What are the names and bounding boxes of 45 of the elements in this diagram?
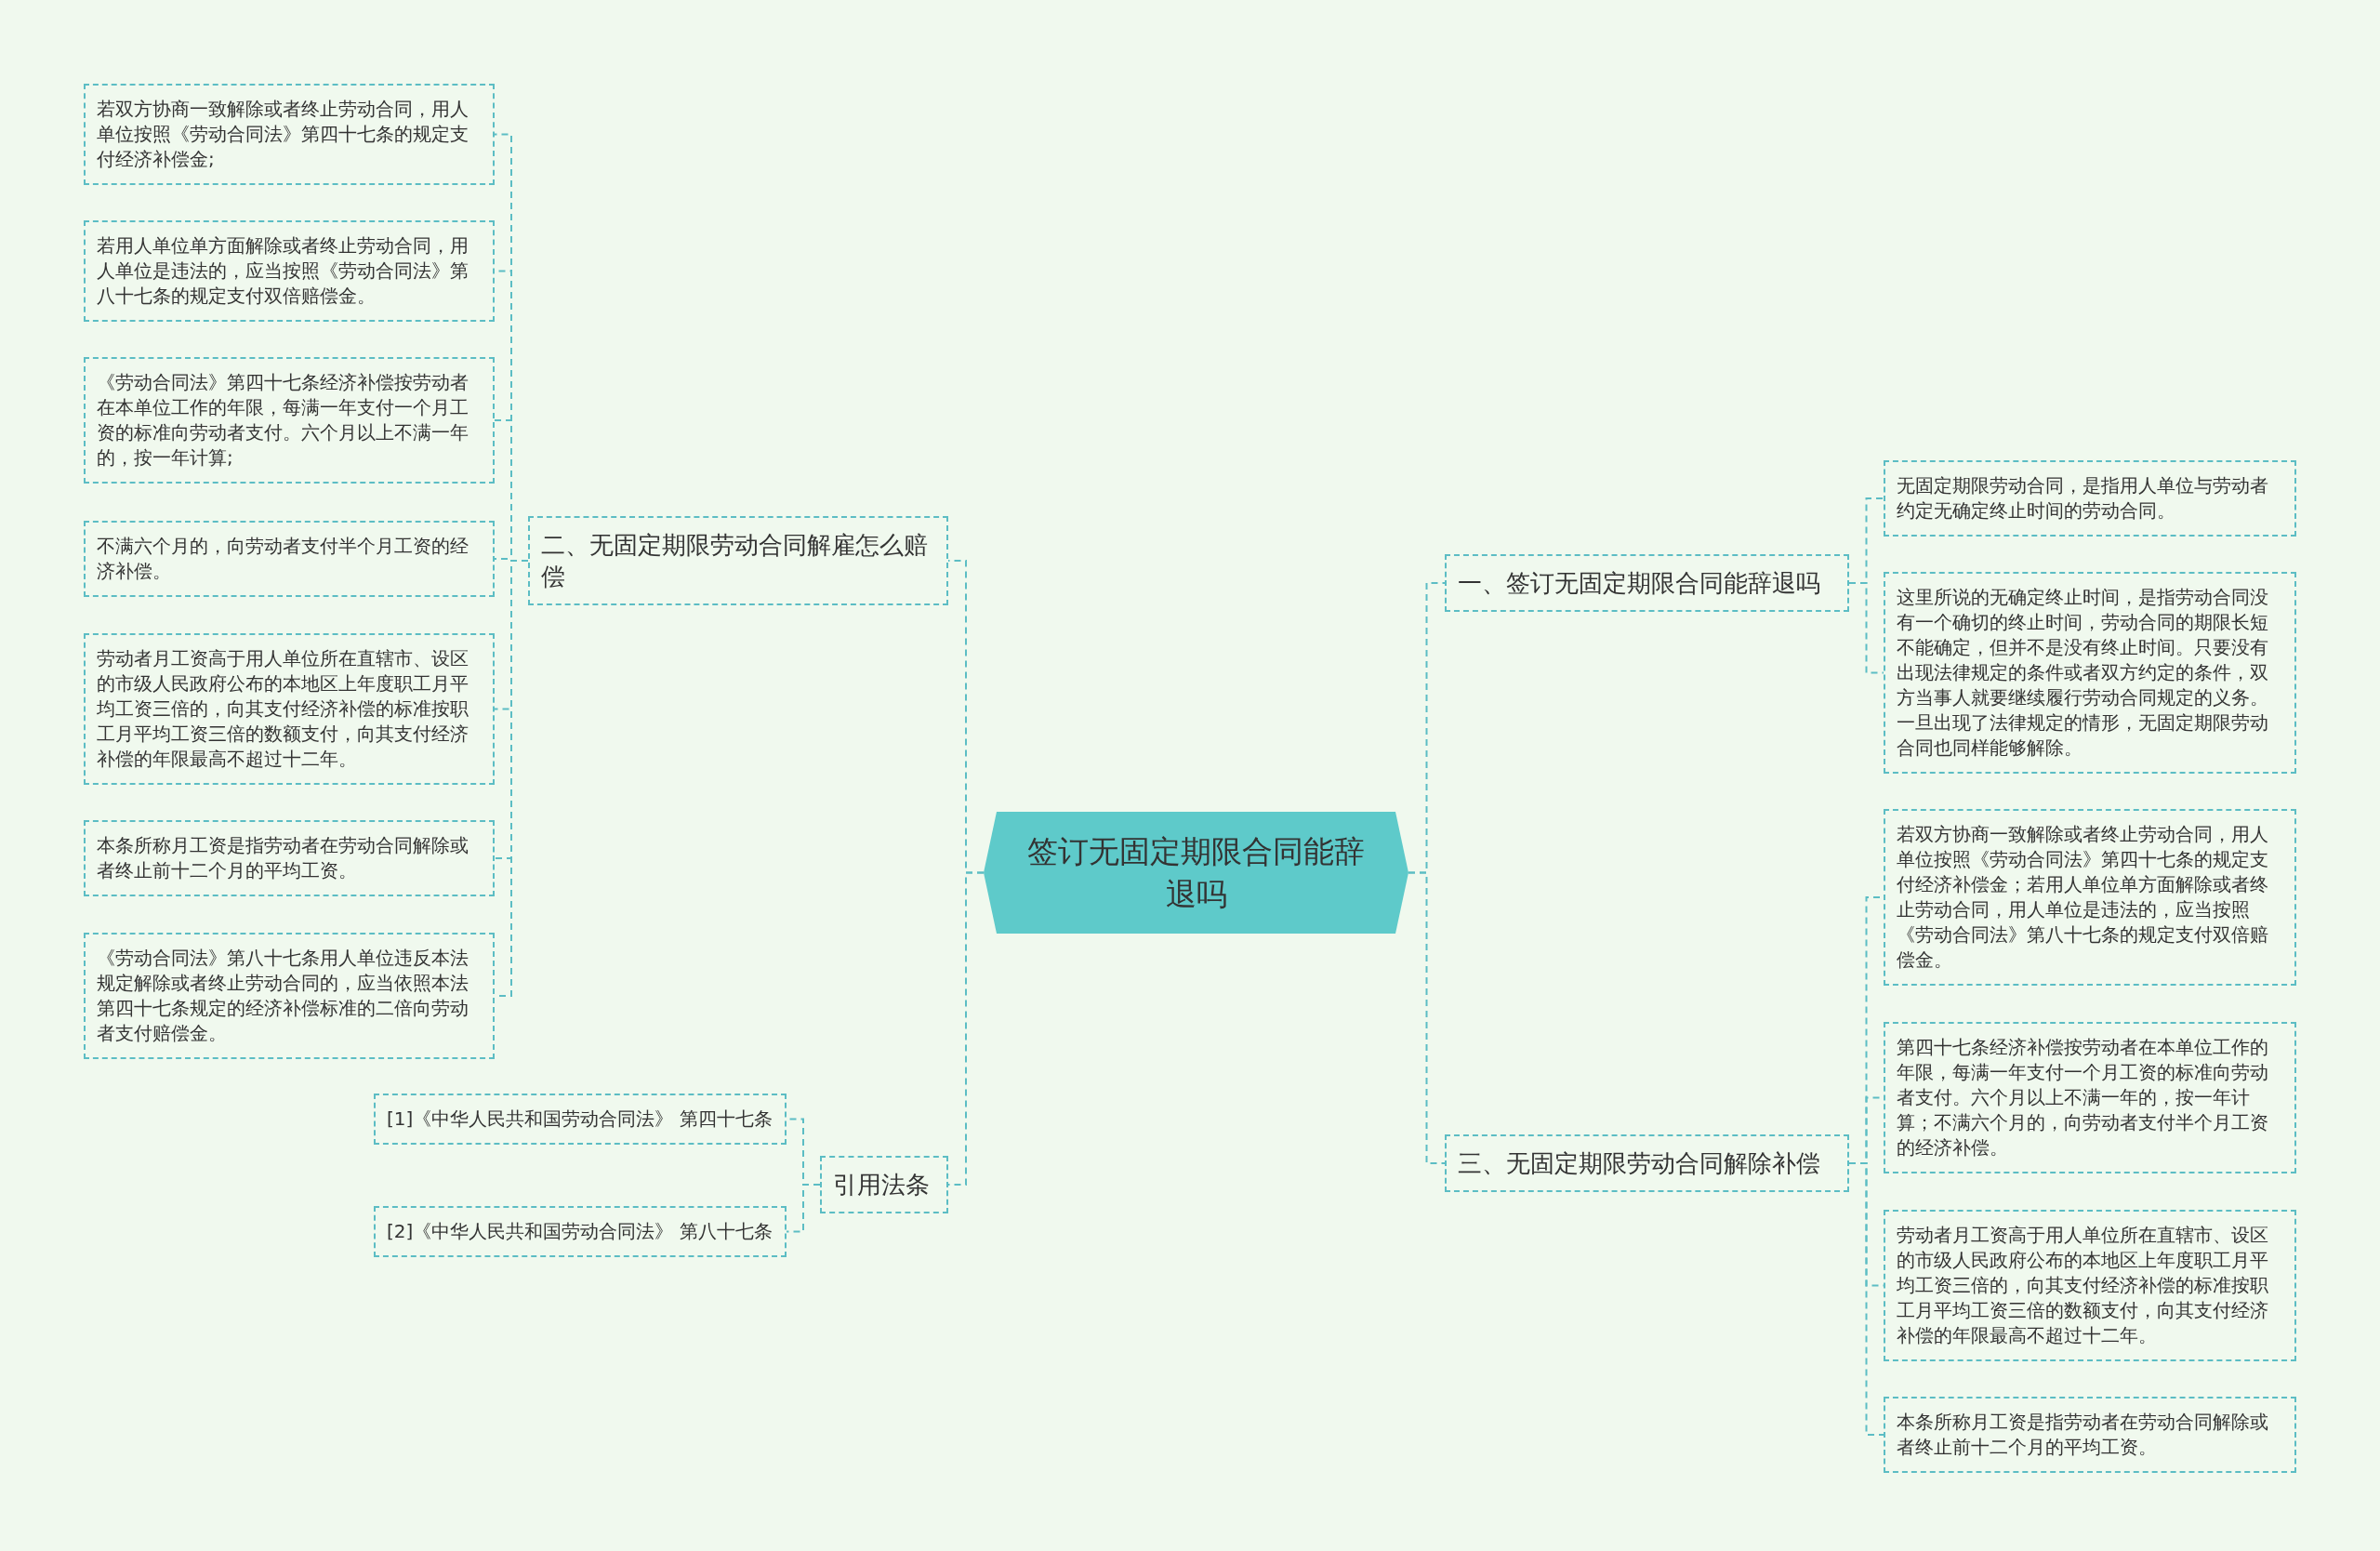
topic-text: 三、无固定期限劳动合同解除补偿 — [1458, 1148, 1821, 1179]
text-card — [1884, 572, 2296, 774]
text-card — [84, 933, 495, 1059]
text-card — [84, 820, 495, 896]
text-card — [1884, 1397, 2296, 1473]
text-card — [84, 521, 495, 597]
connector-line — [1408, 871, 1446, 1164]
text-card — [374, 1094, 787, 1145]
branch-topic-box — [820, 1156, 948, 1213]
text-card — [1884, 460, 2296, 537]
card-text: 若用人单位单方面解除或者终止劳动合同，用人单位是违法的，应当按照《劳动合同法》第八十七条的规定支付双倍赔偿金。 — [97, 233, 469, 309]
card-text: 劳动者月工资高于用人单位所在直辖市、设区的市级人民政府公布的本地区上年度职工月平均工资三倍的，向其支付经济补偿的标准按职工月平均工资三倍的数额支付，向其支付经济补偿的年限最高不超过十二年。 — [1897, 1223, 2269, 1348]
card-text: 若双方协商一致解除或者终止劳动合同，用人单位按照《劳动合同法》第四十七条的规定支付经济补偿金; — [97, 97, 469, 172]
card-text: 这里所说的无确定终止时间，是指劳动合同没有一个确切的终止时间，劳动合同的期限长短不能确定，但并不是没有终止时间。只要没有出现法律规定的条件或者双方约定的条件，双方当事人就要继续履行劳动合同规定的义务。一旦出现了法律规定的情形，无固定期限劳动合同也同样能够解除。 — [1897, 585, 2269, 761]
text-card — [84, 84, 495, 185]
card-text: 无固定期限劳动合同，是指用人单位与劳动者约定无确定终止时间的劳动合同。 — [1897, 473, 2269, 524]
card-text: 不满六个月的，向劳动者支付半个月工资的经济补偿。 — [97, 534, 469, 584]
card-text: 劳动者月工资高于用人单位所在直辖市、设区的市级人民政府公布的本地区上年度职工月平均工资三倍的，向其支付经济补偿的标准按职工月平均工资三倍的数额支付，向其支付经济补偿的年限最高不超过十二年。 — [97, 646, 469, 772]
connector-line — [786, 1184, 821, 1233]
text-card — [84, 357, 495, 484]
card-text: [1]《中华人民共和国劳动合同法》 第四十七条 — [387, 1107, 774, 1132]
connector-line — [1848, 1162, 1884, 1436]
card-text: 《劳动合同法》第四十七条经济补偿按劳动者在本单位工作的年限，每满一年支付一个月工资的标准向劳动者支付。六个月以上不满一年的，按一年计算; — [97, 370, 469, 471]
text-card — [1884, 1210, 2296, 1361]
connector-line — [947, 871, 985, 1186]
topic-text: 一、签订无固定期限合同能辞退吗 — [1458, 568, 1821, 599]
card-text: 若双方协商一致解除或者终止劳动合同，用人单位按照《劳动合同法》第四十七条的规定支付经济补偿金；若用人单位单方面解除或者终止劳动合同，用人单位是违法的，应当按照《劳动合同法》第八十七条的规定支付双倍赔偿金。 — [1897, 822, 2269, 973]
card-text: 《劳动合同法》第八十七条用人单位违反本法规定解除或者终止劳动合同的，应当依照本法第四十七条规定的经济补偿标准的二倍向劳动者支付赔偿金。 — [97, 946, 469, 1046]
branch-topic-box — [1445, 554, 1849, 612]
connector-line — [1848, 582, 1884, 674]
card-text: 本条所称月工资是指劳动者在劳动合同解除或者终止前十二个月的平均工资。 — [1897, 1410, 2269, 1460]
text-card — [1884, 809, 2296, 986]
branch-topic-box — [1445, 1134, 1849, 1192]
topic-text: 引用法条 — [833, 1170, 931, 1200]
text-card — [84, 633, 495, 785]
card-text: 第四十七条经济补偿按劳动者在本单位工作的年限，每满一年支付一个月工资的标准向劳动者支付。六个月以上不满一年的，按一年计算；不满六个月的，向劳动者支付半个月工资的经济补偿。 — [1897, 1035, 2269, 1160]
text-card — [1884, 1022, 2296, 1173]
card-text: 本条所称月工资是指劳动者在劳动合同解除或者终止前十二个月的平均工资。 — [97, 833, 469, 883]
topic-text: 二、无固定期限劳动合同解雇怎么赔偿 — [541, 530, 929, 592]
branch-topic-box — [528, 516, 948, 605]
card-text: [2]《中华人民共和国劳动合同法》 第八十七条 — [387, 1219, 774, 1244]
central-topic-hexagon — [984, 812, 1408, 934]
text-card — [84, 220, 495, 322]
text-card — [374, 1206, 787, 1257]
topic-text: 签订无固定期限合同能辞退吗 — [1026, 831, 1366, 914]
